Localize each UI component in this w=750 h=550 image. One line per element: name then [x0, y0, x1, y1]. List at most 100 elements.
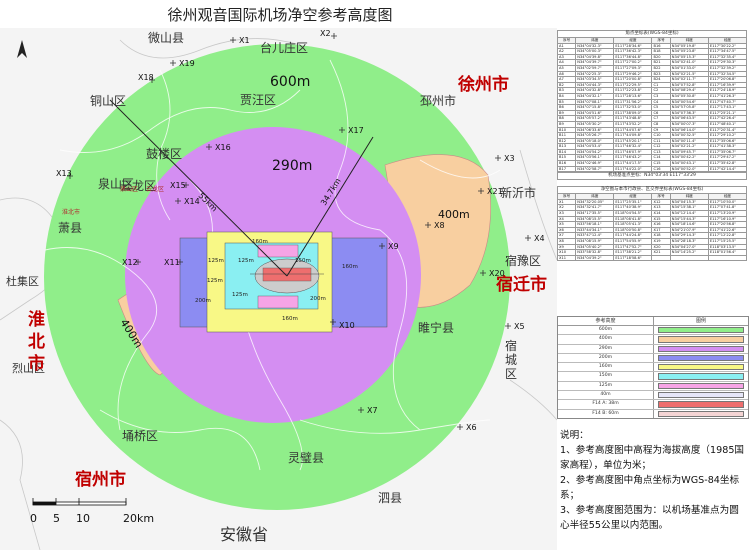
legend-swatch — [658, 410, 744, 417]
inset-label-0: 泉山区 — [120, 185, 138, 193]
region-label-17: 睢宁县 — [418, 320, 454, 335]
point-label-X3: X3 — [504, 154, 515, 163]
point-label-X18: X18 — [138, 73, 154, 82]
table1-cell: E117°42'14.4" — [707, 165, 748, 173]
legend-swatch — [658, 373, 744, 380]
legend-item: 200m — [558, 353, 748, 364]
city-label-huaibei: 北 — [28, 332, 45, 352]
point-marker-X4 — [525, 235, 531, 241]
region-label-1: 台儿庄区 — [260, 40, 308, 55]
point-label-X16: X16 — [215, 143, 231, 152]
notes-line-2: 2、参考高度图中角点坐标为WGS-84坐标系； — [560, 475, 740, 501]
zone-label-2: 125m — [208, 258, 224, 264]
scale-bar — [32, 501, 127, 506]
table1-cell: E117°16'39.9" — [707, 81, 748, 89]
point-marker-X19 — [170, 60, 176, 66]
point-marker-X17 — [339, 127, 345, 133]
table1-cell: A6 — [556, 70, 577, 78]
point-marker-X5 — [505, 323, 511, 329]
legend-item: 125m — [558, 381, 748, 392]
region-label-0: 微山县 — [148, 31, 184, 45]
table2-cell — [707, 254, 748, 262]
table1-cell: B3 — [556, 87, 577, 94]
zone-label-4: 200m — [195, 298, 211, 304]
legend-label: F14 A: 38m — [558, 400, 654, 409]
height-label-2: 400m — [438, 208, 470, 221]
table1-cell: B22 — [651, 65, 671, 72]
region-label-2: 邳州市 — [420, 93, 456, 108]
region-label-7: 灵璧县 — [288, 450, 324, 465]
legend-swatch — [658, 336, 744, 343]
point-label-X1: X1 — [239, 36, 250, 45]
point-label-X20: X20 — [489, 269, 505, 278]
notes-heading: 说明： — [560, 430, 589, 441]
legend-item: F14 A: 38m — [558, 400, 748, 410]
point-label-X13: X13 — [56, 169, 72, 178]
table1-footer: 机场基准点坐标：N34°03'34 E117°33'29 — [557, 172, 747, 181]
zone-125m-top — [257, 244, 299, 258]
point-label-X7: X7 — [367, 406, 378, 415]
legend-label: F14 B: 60m — [558, 409, 654, 418]
point-label-X19: X19 — [179, 59, 195, 68]
point-label-X10: X10 — [339, 321, 355, 330]
point-marker-X12 — [135, 259, 141, 265]
table1-cell: B2 — [556, 81, 577, 89]
legend-swatch — [658, 327, 744, 334]
point-marker-X3 — [495, 155, 501, 161]
city-label-suzhou: 宿州市 — [75, 469, 126, 490]
radius-line-55km — [109, 99, 288, 277]
region-label-3: 新沂市 — [500, 185, 536, 200]
table1-cell: B9 — [556, 120, 577, 128]
table1-cell: C2 — [651, 87, 671, 94]
scale-tick-label-0: 0 — [30, 512, 37, 525]
zone-label-9: 160m — [342, 264, 358, 270]
point-marker-X6 — [457, 424, 463, 430]
table2-cell: X11 — [556, 254, 577, 262]
inset-label-2: 淮北市 — [62, 208, 80, 216]
scale-tick-label-2: 10 — [76, 512, 90, 525]
table1-cell: B9 — [556, 109, 577, 117]
table1-cell: B4 — [556, 92, 577, 100]
legend-swatch — [658, 345, 744, 352]
table1-cell: E117°32'39.2" — [707, 65, 748, 72]
zone-label-5: 200m — [310, 296, 326, 302]
table1-cell: E117°17'43.1" — [707, 104, 748, 111]
point-label-X4: X4 — [534, 234, 545, 243]
point-label-X14: X14 — [184, 197, 200, 206]
point-marker-X2 — [331, 33, 337, 39]
point-marker-X15 — [183, 182, 189, 188]
table1-cell: E117°20'06.8" — [707, 76, 748, 83]
clearance-map[interactable]: 微山县台儿庄区邳州市新沂市宿豫区宿城区泗县灵璧县埇桥区烈山区杜集区萧县铜山区鼓楼… — [0, 0, 557, 550]
legend-label: 400m — [558, 335, 654, 344]
zone-label-3: 125m — [238, 258, 254, 264]
table2-cell: N34°04'39.2" — [575, 254, 615, 262]
point-marker-X9 — [379, 243, 385, 249]
table1-cell: B23 — [651, 70, 671, 78]
table1-cell: C6 — [651, 109, 671, 117]
table1-cell: C4 — [651, 98, 671, 106]
legend-header: 参考高度 图例 — [558, 317, 748, 326]
point-label-X15: X15 — [170, 181, 186, 190]
table2-caption: 净空图与本市行政县、区交界坐标表(WGS-84坐标) — [557, 186, 747, 194]
table2-cell — [669, 254, 709, 262]
table1-cell: B5 — [556, 98, 577, 106]
legend-swatch — [658, 382, 744, 390]
point-marker-X7 — [358, 407, 364, 413]
zone-label-1: 160m — [282, 316, 298, 322]
legend-item: 600m — [558, 326, 748, 336]
region-label-5: 区 — [505, 367, 517, 381]
zone-125m-bottom — [257, 295, 299, 309]
